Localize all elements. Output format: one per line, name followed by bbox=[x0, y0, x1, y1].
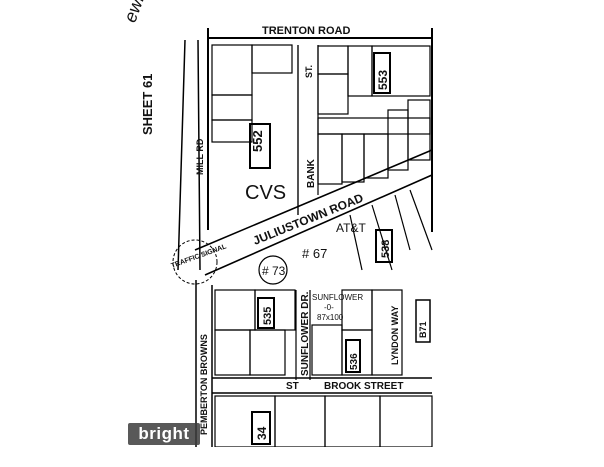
trenton-road-label: TRENTON ROAD bbox=[262, 25, 350, 37]
block-552-box: 552 bbox=[250, 130, 265, 152]
cvs-label: CVS bbox=[245, 182, 286, 204]
block-34-box: 34 bbox=[255, 426, 269, 440]
sunflower-dr-label: SUNFLOWER DR. bbox=[300, 291, 311, 376]
parcel-block-lower-right bbox=[311, 289, 403, 376]
brightmls-watermark: bright MLS bbox=[128, 423, 200, 465]
traffic-signal-circle bbox=[172, 239, 218, 285]
lot-67-label: # 67 bbox=[302, 246, 327, 261]
brook-street-label: BROOK STREET bbox=[324, 381, 403, 392]
pemberton-browns-label: PEMBERTON BROWNS bbox=[199, 334, 209, 435]
lyndon-way-label: LYNDON WAY bbox=[390, 306, 400, 365]
bank-street-label: BANK bbox=[306, 158, 317, 188]
zero-label: -0- bbox=[324, 303, 334, 312]
juliustown-road bbox=[194, 149, 433, 276]
block-553-box: 553 bbox=[376, 70, 390, 90]
block-535-box: 535 bbox=[262, 307, 274, 325]
st-top-label: ST. bbox=[304, 65, 314, 78]
block-b71-box: B71 bbox=[418, 321, 428, 338]
lot-73-circle bbox=[258, 255, 288, 285]
mill-road-label: MILL RD bbox=[195, 138, 205, 175]
lot-73-label: # 73 bbox=[262, 264, 286, 278]
att-label: AT&T bbox=[336, 221, 366, 235]
parcel-block-bottom bbox=[214, 395, 433, 447]
st-bottom-label: ST bbox=[286, 381, 299, 392]
tax-map: ewl SHEET 61 MILL RD TRENTON ROAD 552 BA… bbox=[119, 0, 433, 447]
parcel-block-lower-left bbox=[214, 289, 296, 376]
mill-road bbox=[177, 39, 201, 271]
parcel-block-upper-right bbox=[317, 45, 431, 185]
block-538-box: 538 bbox=[380, 240, 392, 258]
block-536-box: 536 bbox=[349, 353, 360, 370]
sheet-label: SHEET 61 bbox=[140, 74, 155, 135]
parcel-block-right-middle bbox=[349, 189, 433, 271]
dims-label: 87x100 bbox=[317, 313, 344, 322]
sunflower-lot-label: SUNFLOWER bbox=[312, 293, 363, 302]
